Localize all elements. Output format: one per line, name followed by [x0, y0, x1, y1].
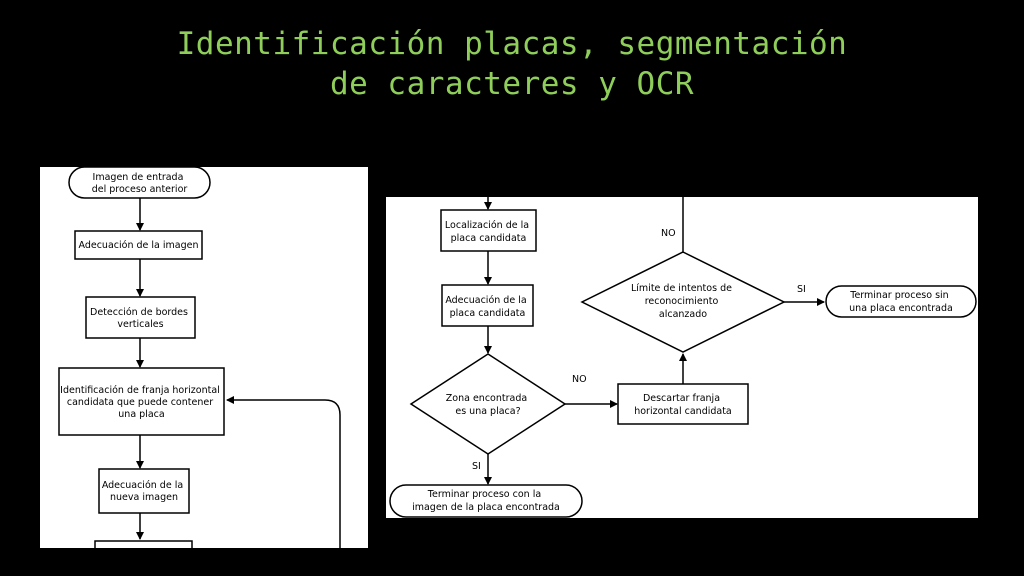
- process-box-locate-plate: [440, 209, 537, 252]
- label-si-limit: SI: [797, 284, 806, 295]
- right-flowchart-panel: Localización de la placa candidata Adecu…: [386, 197, 978, 518]
- label-no-zone: NO: [572, 374, 587, 385]
- end-terminal-no-plate: [825, 285, 977, 318]
- process-box-new-image-adjust-label: Adecuación de la nueva imagen: [102, 480, 186, 503]
- process-box-edge-detection-label: Detección de bordes verticales: [90, 307, 191, 330]
- slide-title: Identificación placas, segmentación de c…: [0, 24, 1024, 104]
- process-box-adapt-plate-label: Adecuación de la placa candidata: [445, 295, 529, 319]
- loop-back-arrow: [226, 396, 341, 548]
- decision-is-plate-label: Zona encontrada es una placa?: [446, 393, 530, 417]
- process-box-discard-strip-label: Descartar franja horizontal candidata: [634, 393, 732, 417]
- left-flowchart-panel: Imagen de entrada del proceso anterior A…: [40, 167, 368, 548]
- decision-is-plate: [409, 353, 567, 455]
- slide-title-line-1: Identificación placas, segmentación: [176, 26, 848, 62]
- process-box-discard-strip: [617, 383, 749, 425]
- start-terminal-label: Imagen de entrada del proceso anterior: [92, 172, 188, 195]
- decision-attempt-limit: [580, 251, 786, 353]
- decision-attempt-limit-label: Límite de intentos de reconocimiento alc…: [631, 283, 735, 320]
- process-box-next: [94, 540, 193, 548]
- process-box-new-image-adjust: [98, 468, 190, 514]
- process-box-image-adjust-label: Adecuación de la imagen: [79, 240, 199, 251]
- process-box-strip-identification: [58, 367, 225, 436]
- process-box-image-adjust: [74, 230, 203, 260]
- process-box-edge-detection: [85, 296, 196, 339]
- right-flowchart: Localización de la placa candidata Adecu…: [389, 197, 977, 518]
- slide-title-line-2: de caracteres y OCR: [329, 66, 695, 102]
- process-box-strip-identification-label: Identificación de franja horizontal cand…: [60, 385, 223, 420]
- end-terminal-plate-found: [389, 484, 583, 518]
- left-flowchart: Imagen de entrada del proceso anterior A…: [58, 167, 341, 548]
- end-terminal-no-plate-label: Terminar proceso sin una placa encontrad…: [849, 290, 953, 314]
- end-terminal-plate-found-label: Terminar proceso con la imagen de la pla…: [412, 489, 560, 513]
- label-no-limit: NO: [661, 228, 676, 239]
- label-si-zone: SI: [472, 461, 481, 472]
- process-box-locate-plate-label: Localización de la placa candidata: [445, 220, 532, 244]
